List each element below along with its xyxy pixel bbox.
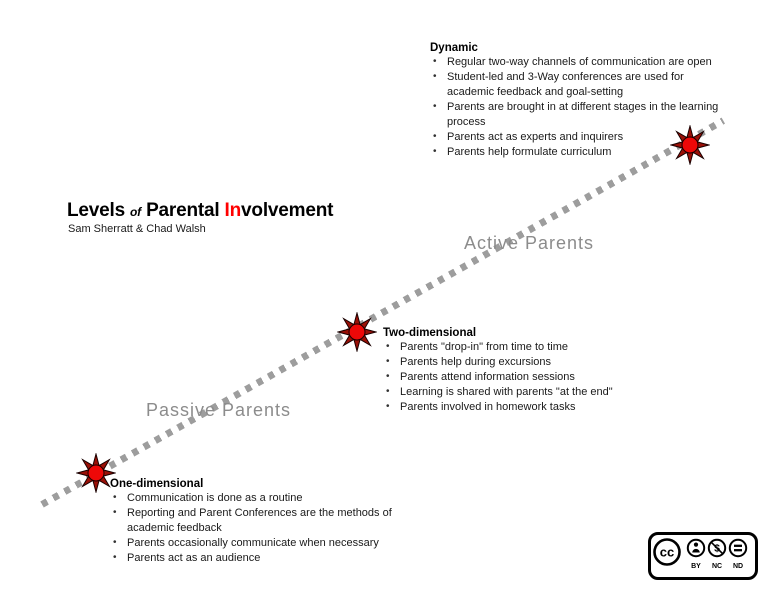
level-heading: One-dimensional (110, 478, 204, 490)
cc-nc-icon: $ NC (707, 538, 727, 570)
page-title: Levels of Parental Involvement (67, 200, 334, 221)
cc-by-label: BY (691, 563, 701, 570)
bullet-item: Parents "drop-in" from time to time (383, 339, 688, 355)
bullet-item: Parents help during excursions (383, 354, 688, 370)
cc-by-icon: BY (686, 538, 706, 570)
title-of-word: of (130, 205, 141, 219)
cc-nc-label: NC (712, 563, 722, 570)
involvement-axis-line (40, 117, 726, 508)
cc-nd-label: ND (733, 563, 743, 570)
level-dynamic: Dynamic Regular two-way channels of comm… (430, 42, 722, 160)
creative-commons-license-badge: cc BY $ NC ND (648, 532, 758, 580)
bullet-item: Parents occasionally communicate when ne… (110, 535, 410, 551)
authors-subtitle: Sam Sherratt & Chad Walsh (68, 223, 206, 235)
bullet-item: Learning is shared with parents "at the … (383, 384, 688, 400)
level-two-dimensional: Two-dimensional Parents "drop-in" from t… (383, 327, 688, 415)
title-block: Levels of Parental Involvement Sam Sherr… (67, 200, 333, 235)
bullet-item: Parents are brought in at different stag… (430, 99, 722, 130)
level-one-dimensional: One-dimensional Communication is done as… (110, 478, 410, 566)
bullet-item: Reporting and Parent Conferences are the… (110, 505, 410, 536)
bullet-item: Student-led and 3-Way conferences are us… (430, 69, 722, 100)
bullet-item: Regular two-way channels of communicatio… (430, 54, 722, 70)
marker-two-dimensional-icon (337, 312, 377, 352)
passive-parents-label: Passive Parents (146, 400, 292, 420)
bullet-item: Parents act as experts and inquirers (430, 129, 722, 145)
level-heading: Dynamic (430, 42, 478, 54)
bullet-item: Communication is done as a routine (110, 490, 410, 506)
bullet-item: Parents involved in homework tasks (383, 399, 688, 415)
title-accent: In (224, 200, 242, 221)
cc-nd-icon: ND (728, 538, 748, 570)
cc-by-nc-nd-icon: cc BY $ NC ND (653, 538, 748, 570)
level-bullet-list: Parents "drop-in" from time to time Pare… (383, 339, 688, 415)
bullet-item: Parents attend information sessions (383, 369, 688, 385)
active-parents-label: Active Parents (464, 233, 595, 253)
level-heading: Two-dimensional (383, 327, 477, 339)
level-bullet-list: Regular two-way channels of communicatio… (430, 54, 722, 160)
level-bullet-list: Communication is done as a routine Repor… (110, 490, 410, 566)
cc-logo-text: cc (660, 545, 674, 560)
bullet-item: Parents help formulate curriculum (430, 144, 722, 160)
marker-one-dimensional-icon (76, 453, 116, 493)
bullet-item: Parents act as an audience (110, 550, 410, 566)
